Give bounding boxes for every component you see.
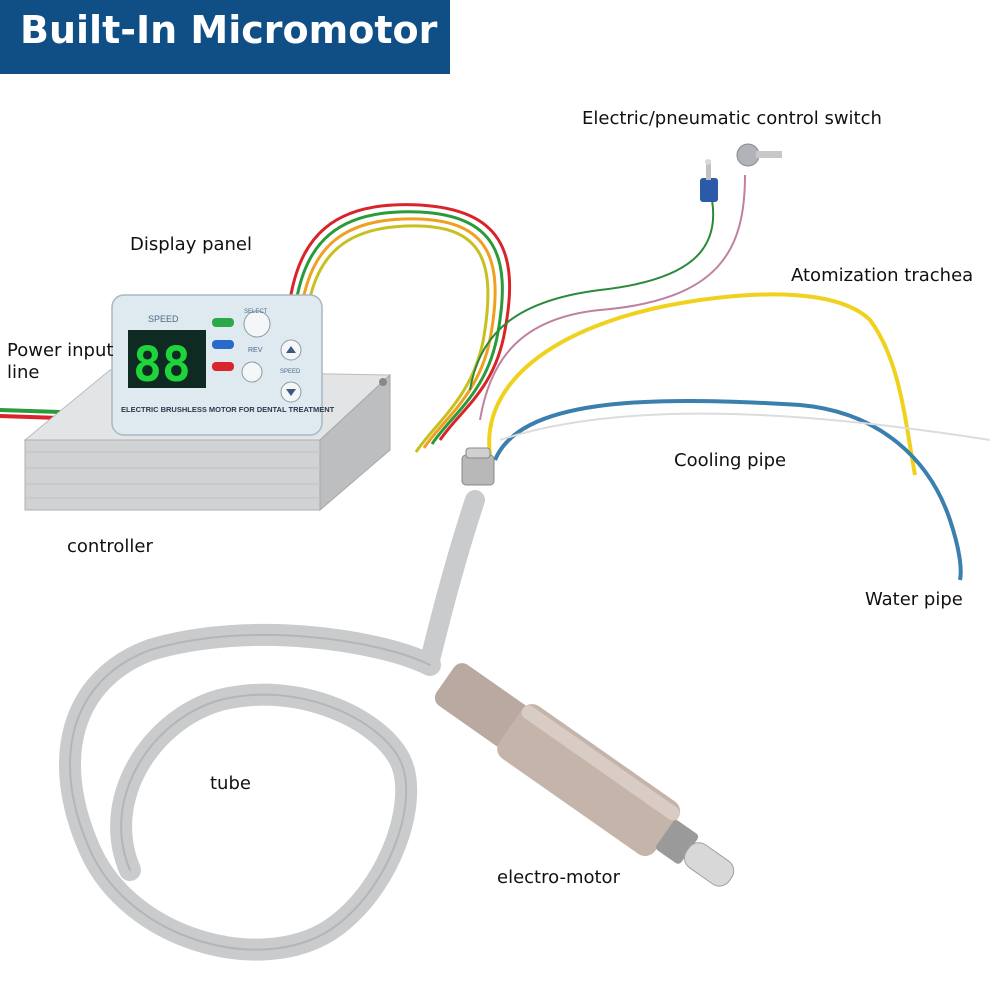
tube-coil (59, 490, 485, 961)
rev-button-icon (241, 361, 263, 383)
label-cooling-pipe: Cooling pipe (674, 450, 787, 471)
potentiometer-icon (736, 143, 782, 167)
label-electro-motor: electro-motor (497, 867, 620, 888)
label-tube: tube (210, 773, 251, 794)
label-display-panel: Display panel (130, 234, 253, 255)
label-power-input-1: Power input (7, 340, 114, 361)
panel-digits: 88 (133, 337, 191, 393)
control-switch-icon (700, 159, 718, 202)
tube-connector (461, 447, 495, 486)
cooling-line (499, 412, 991, 441)
label-switch: Electric/pneumatic control switch (582, 108, 882, 129)
panel-rev-label: REV (248, 347, 263, 354)
switch-wires (469, 174, 746, 421)
water-wire (493, 398, 963, 581)
label-controller: controller (67, 536, 153, 557)
atomization-wire (487, 292, 917, 476)
label-atomization: Atomization trachea (791, 265, 974, 286)
page-title: Built-In Micromotor (20, 8, 438, 52)
display-panel: SPEED 88 SELECT REV SPEED ELECTRIC BRUSH… (111, 294, 335, 436)
ribbon-wires (288, 203, 512, 453)
panel-footer-text: ELECTRIC BRUSHLESS MOTOR FOR DENTAL TREA… (121, 405, 335, 414)
label-water-pipe: Water pipe (865, 589, 963, 610)
power-input-wires (0, 408, 61, 420)
electro-motor-handpiece (434, 663, 735, 887)
panel-speed-side-label: SPEED (280, 369, 301, 375)
title-banner: Built-In Micromotor (0, 0, 450, 74)
panel-select-label: SELECT (244, 309, 268, 315)
label-power-input-2: line (7, 362, 40, 383)
panel-speed-label: SPEED (148, 314, 179, 324)
select-button-icon (243, 310, 271, 338)
